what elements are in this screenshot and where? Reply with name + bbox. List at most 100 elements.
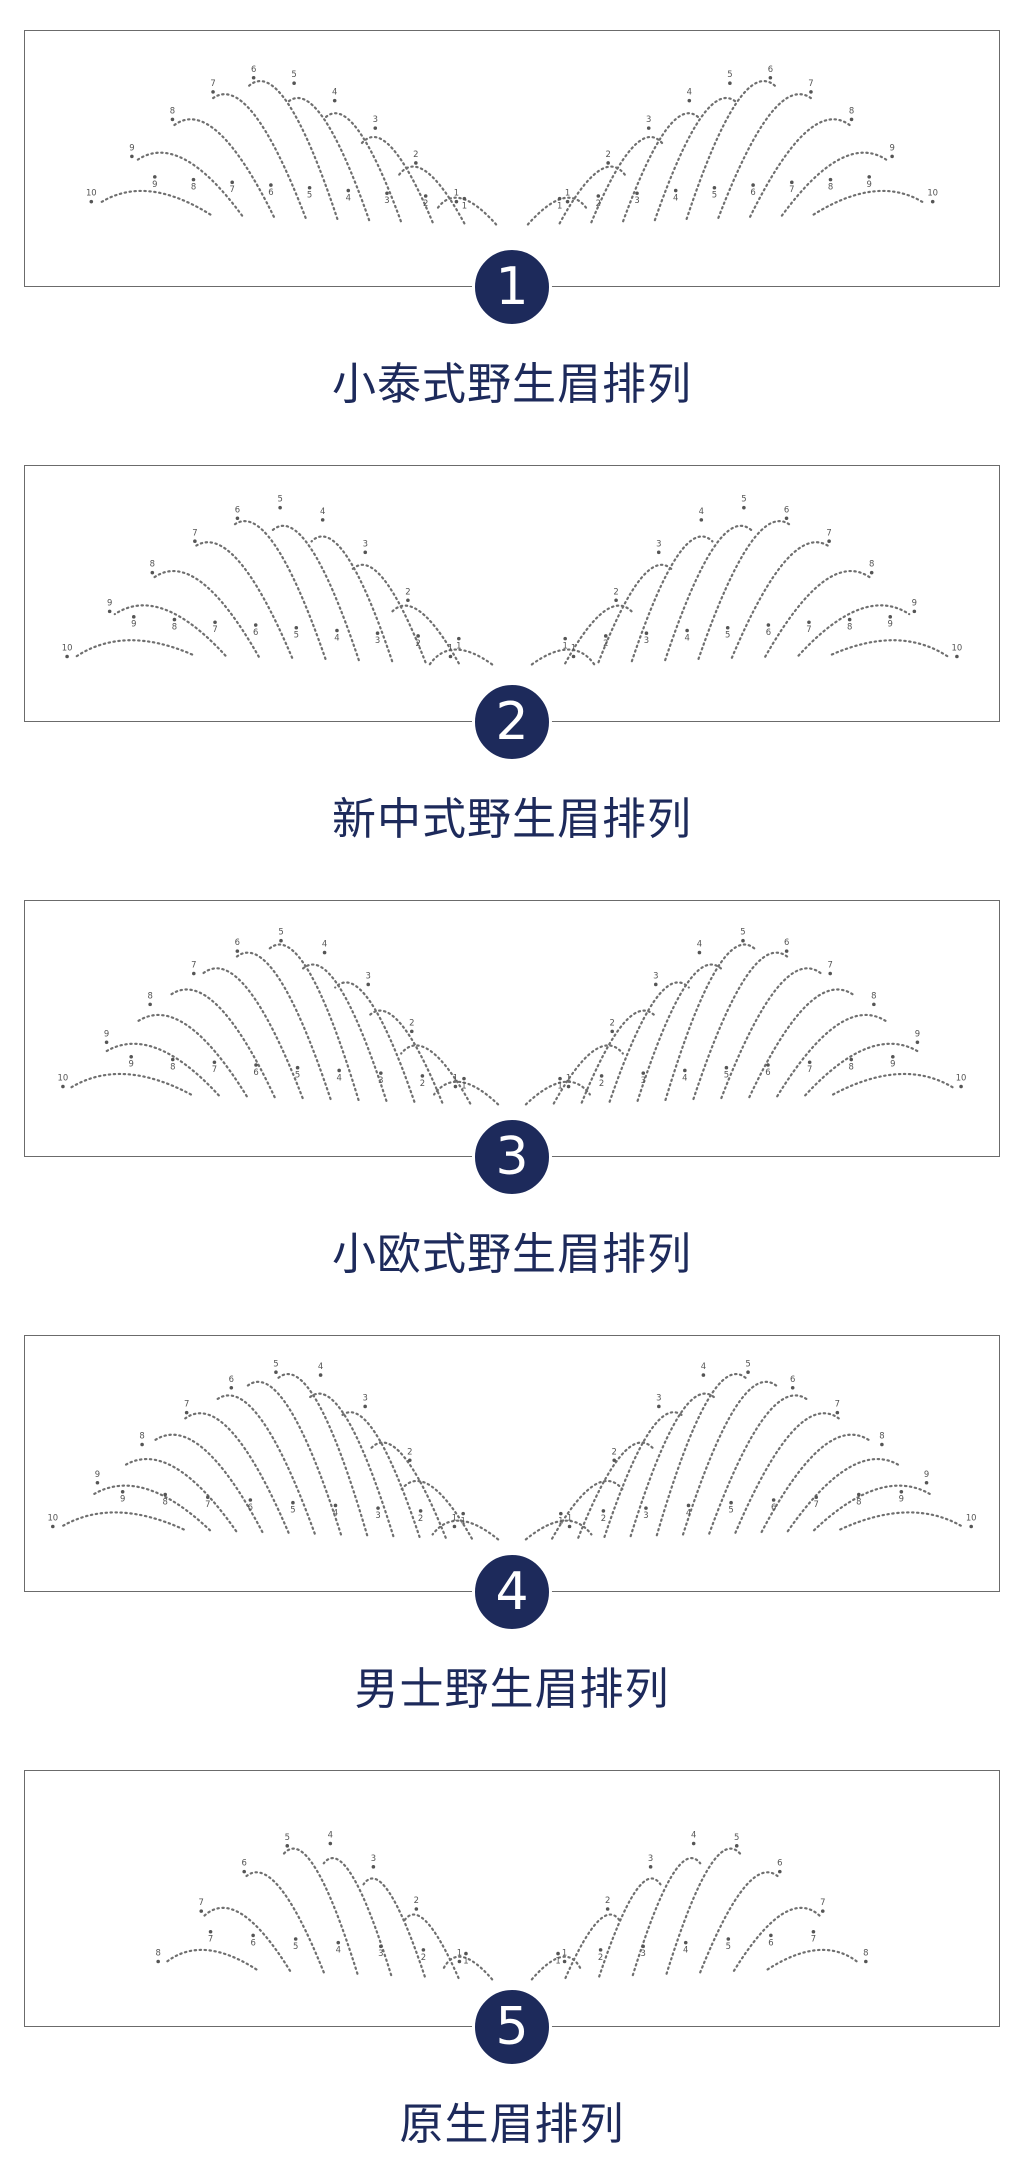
marker-dot (208, 1929, 213, 1934)
marker-label: 7 (789, 184, 794, 194)
marker-label: 1 (557, 1081, 562, 1091)
marker-dot (687, 98, 692, 103)
marker-label: 9 (129, 1059, 134, 1069)
marker-label: 4 (701, 1361, 706, 1371)
marker-dot (724, 1065, 729, 1070)
hair-stroke (276, 1373, 369, 1537)
marker-label: 7 (806, 624, 811, 634)
marker-dot (375, 631, 380, 635)
marker-label: 10 (952, 643, 963, 653)
hair-stroke (786, 1457, 902, 1533)
marker-dot (820, 1909, 825, 1913)
marker-label: 8 (828, 182, 833, 192)
hair-stroke (338, 1411, 421, 1539)
marker-dot (726, 1937, 731, 1941)
number-badge-3: 3 (472, 1117, 552, 1197)
marker-dot (51, 1524, 55, 1529)
marker-label: 3 (656, 1392, 661, 1402)
marker-dot (849, 1057, 854, 1062)
marker-label: 8 (163, 1496, 168, 1506)
hair-stroke (169, 988, 276, 1099)
marker-dot (559, 1511, 563, 1516)
marker-dot (835, 1410, 840, 1415)
marker-label: 9 (867, 179, 872, 189)
hair-stroke (717, 93, 814, 219)
marker-label: 10 (86, 188, 97, 198)
marker-dot (807, 1060, 812, 1065)
hair-stroke (524, 1080, 591, 1106)
hair-stroke (402, 1913, 460, 1980)
marker-label: 4 (684, 632, 689, 642)
marker-label: 8 (147, 990, 152, 1000)
marker-dot (130, 154, 134, 159)
hair-stroke (812, 189, 926, 216)
marker-dot (955, 654, 959, 659)
marker-label: 4 (318, 1361, 323, 1371)
marker-label: 9 (888, 619, 893, 629)
marker-dot (880, 1442, 884, 1447)
marker-dot (915, 1040, 920, 1045)
hair-stroke (113, 604, 227, 657)
hair-stroke (760, 1433, 871, 1534)
marker-dot (811, 1929, 816, 1934)
marker-label: 6 (766, 627, 771, 637)
marker-label: 5 (726, 1941, 731, 1951)
marker-label: 1 (558, 1516, 563, 1526)
marker-dot (556, 1951, 560, 1956)
hair-stroke (153, 569, 260, 658)
marker-label: 9 (152, 179, 157, 189)
marker-label: 2 (413, 149, 418, 159)
marker-dot (235, 949, 240, 953)
caption-1: 小泰式野生眉排列 (332, 359, 692, 410)
marker-label: 7 (199, 1897, 204, 1907)
marker-label: 6 (248, 1502, 253, 1512)
marker-dot (274, 1370, 278, 1375)
marker-label: 7 (192, 527, 197, 537)
hair-stroke (734, 1412, 840, 1534)
marker-dot (379, 1944, 383, 1949)
marker-label: 4 (683, 1945, 688, 1955)
hair-stroke (245, 1380, 343, 1536)
marker-label: 3 (648, 1853, 653, 1863)
hair-stroke (730, 541, 832, 659)
hair-stroke (136, 1013, 248, 1098)
marker-label: 5 (727, 69, 732, 79)
hair-stroke (441, 1955, 494, 1981)
hair-stroke (323, 112, 402, 223)
marker-label: 3 (384, 195, 389, 205)
marker-label: 8 (879, 1431, 884, 1441)
hair-stroke (603, 1411, 686, 1539)
marker-dot (307, 185, 312, 190)
marker-dot (644, 1506, 648, 1510)
marker-label: 5 (285, 1832, 290, 1842)
hair-stroke (558, 165, 627, 225)
marker-dot (828, 177, 833, 182)
marker-label: 2 (603, 638, 608, 648)
marker-label: 6 (253, 1067, 258, 1077)
marker-label: 4 (336, 1945, 341, 1955)
marker-dot (213, 620, 217, 625)
hair-stroke (665, 1847, 742, 1975)
hair-stroke (135, 151, 244, 217)
marker-label: 6 (235, 504, 240, 514)
hair-stroke (202, 967, 304, 1100)
hair-stroke (766, 1948, 861, 1971)
hair-stroke (830, 639, 950, 659)
marker-label: 2 (418, 1513, 423, 1523)
marker-label: 2 (610, 1017, 615, 1027)
marker-label: 3 (375, 635, 380, 645)
marker-dot (104, 1040, 109, 1045)
marker-dot (129, 1054, 133, 1059)
marker-label: 2 (605, 149, 610, 159)
marker-label: 5 (741, 494, 746, 504)
marker-dot (65, 654, 69, 659)
marker-dot (771, 1498, 776, 1502)
marker-label: 1 (565, 188, 570, 198)
marker-dot (421, 1948, 426, 1952)
marker-label: 1 (452, 1513, 457, 1523)
